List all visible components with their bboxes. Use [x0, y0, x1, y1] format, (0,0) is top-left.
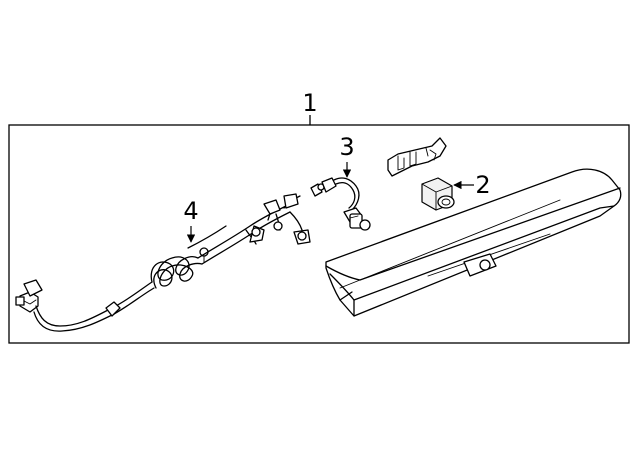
callout-4: 4 — [183, 197, 198, 225]
assembly-frame — [8, 124, 630, 344]
wiring-harness-drawing — [15, 193, 311, 332]
callout-1: 1 — [302, 89, 317, 117]
camera-drawing — [421, 177, 455, 211]
callout-2: 2 — [475, 171, 490, 199]
applique-housing-drawing — [325, 168, 622, 317]
callout-3: 3 — [339, 133, 354, 161]
harness-left-connector — [15, 279, 43, 313]
camera-harness-drawing — [310, 177, 371, 231]
camera-bracket-drawing — [387, 137, 447, 177]
